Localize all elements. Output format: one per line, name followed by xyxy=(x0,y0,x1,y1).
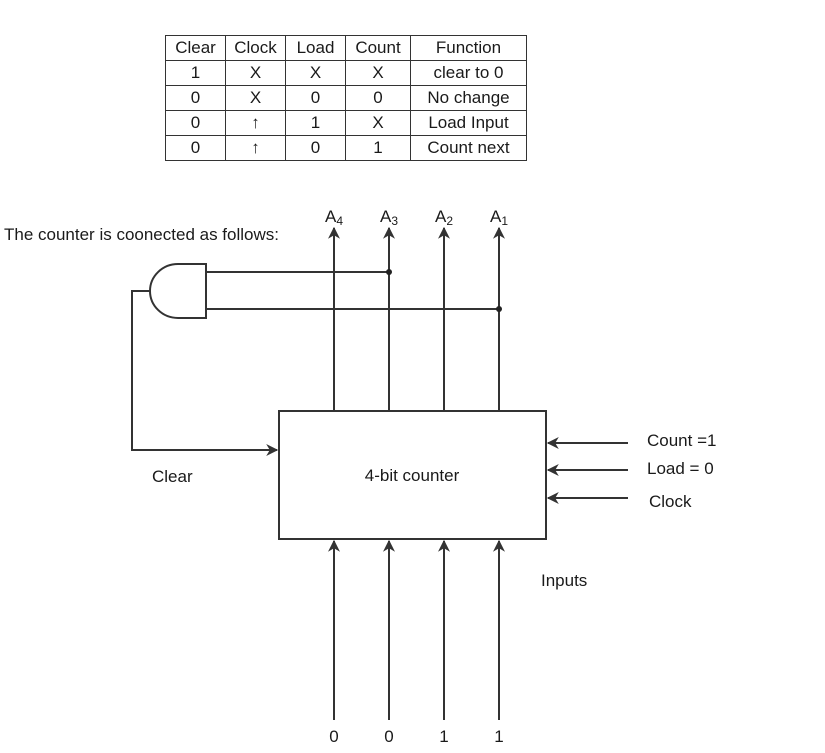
input-value: 1 xyxy=(494,727,503,746)
cell: ↑ xyxy=(225,110,286,136)
clear-wire xyxy=(131,290,279,456)
cell: ↑ xyxy=(225,135,286,161)
counter-label: 4-bit counter xyxy=(365,466,460,485)
output-label-a1: A1 xyxy=(490,207,508,228)
cell: Load Input xyxy=(410,110,527,136)
function-table: Clear Clock Load Count Function 1 X X X … xyxy=(165,35,527,161)
output-label-a2: A2 xyxy=(435,207,453,228)
input-value: 0 xyxy=(384,727,393,746)
cell: 0 xyxy=(165,110,226,136)
output-label-a3: A3 xyxy=(380,207,398,228)
table-header-row: Clear Clock Load Count Function xyxy=(165,35,527,61)
junction-dot-a1 xyxy=(496,306,502,312)
header-clock: Clock xyxy=(225,35,286,61)
clock-label: Clock xyxy=(649,492,692,511)
output-label-a4: A4 xyxy=(325,207,343,228)
inputs-label: Inputs xyxy=(541,571,587,590)
table-row: 0 ↑ 0 1 Count next xyxy=(165,135,527,161)
cell: X xyxy=(225,60,286,86)
header-function: Function xyxy=(410,35,527,61)
clear-label: Clear xyxy=(152,467,193,486)
count-label: Count =1 xyxy=(647,431,716,450)
junction-dot-a3 xyxy=(386,269,392,275)
header-count: Count xyxy=(345,35,411,61)
counter-block xyxy=(278,410,547,540)
load-label: Load = 0 xyxy=(647,459,714,478)
cell: Count next xyxy=(410,135,527,161)
input-value: 0 xyxy=(329,727,338,746)
diagram-caption: The counter is coonected as follows: xyxy=(4,225,279,244)
header-clear: Clear xyxy=(165,35,226,61)
cell: X xyxy=(345,110,411,136)
cell: 0 xyxy=(345,85,411,111)
cell: No change xyxy=(410,85,527,111)
table-row: 0 ↑ 1 X Load Input xyxy=(165,110,527,136)
cell: 1 xyxy=(285,110,346,136)
and-gate-icon xyxy=(149,263,207,319)
cell: 0 xyxy=(285,135,346,161)
input-value: 1 xyxy=(439,727,448,746)
cell: 1 xyxy=(345,135,411,161)
